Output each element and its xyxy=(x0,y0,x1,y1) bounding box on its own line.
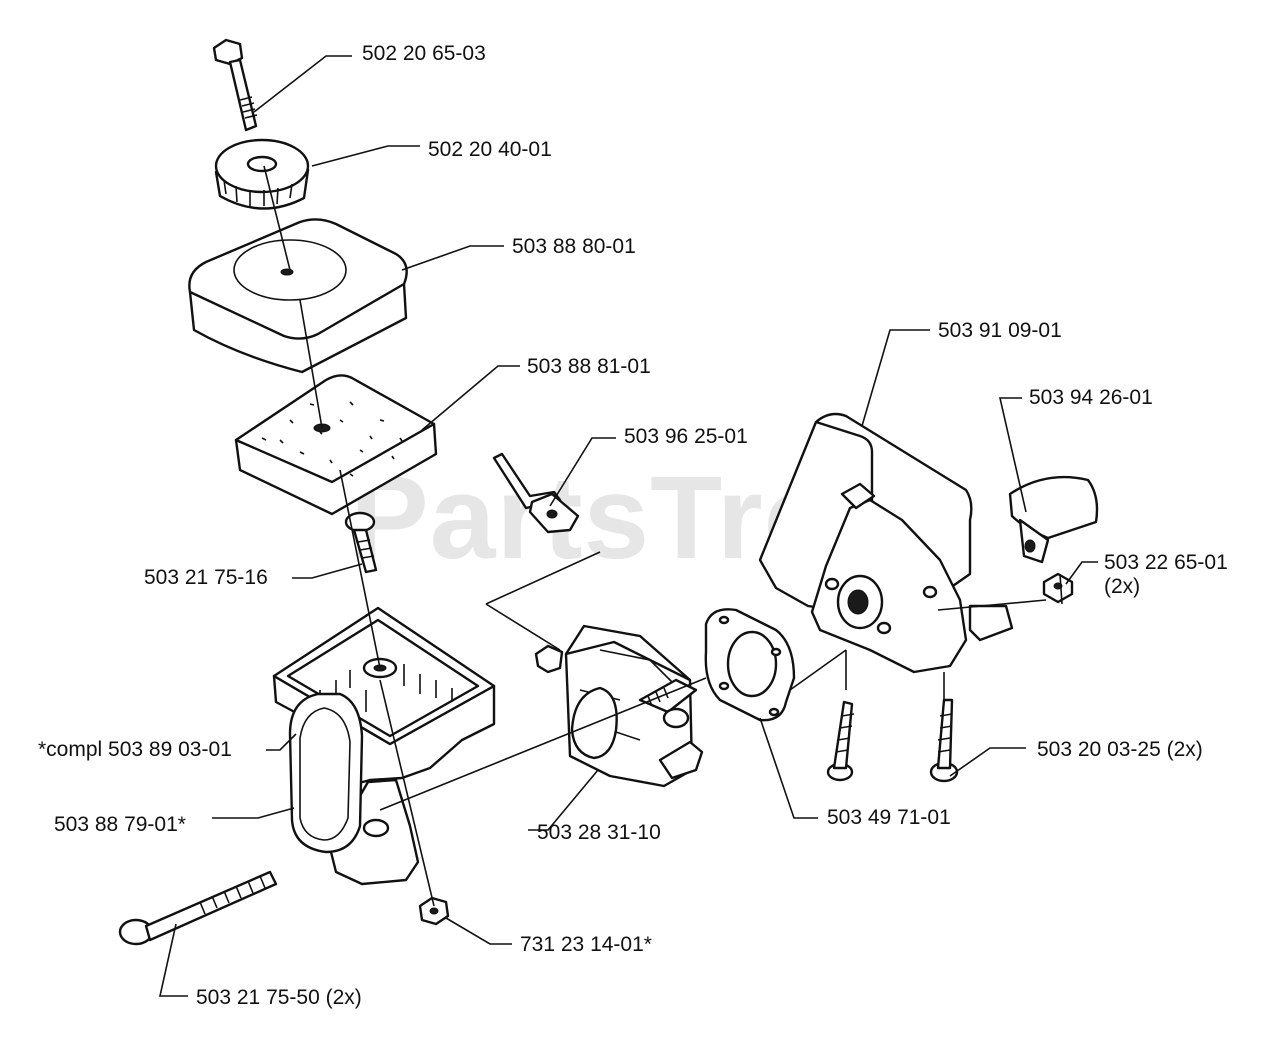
assembly-axis-lines xyxy=(263,165,1063,907)
part-cap-503-88-79-01[interactable] xyxy=(288,692,364,854)
label-503-21-75-16[interactable]: 503 21 75-16 xyxy=(144,566,268,589)
part-clamp-503-94-26-01[interactable] xyxy=(1008,475,1099,564)
part-filter-503-88-81-01[interactable] xyxy=(234,374,438,516)
label-503-28-31-10[interactable]: 503 28 31-10 xyxy=(537,821,661,844)
part-nut-503-22-65-01[interactable] xyxy=(1042,572,1074,604)
label-503-22-65-01[interactable]: 503 22 65-01 (2x) xyxy=(1104,551,1228,598)
label-503-94-26-01[interactable]: 503 94 26-01 xyxy=(1029,386,1153,409)
part-bolt-503-21-75-50[interactable] xyxy=(118,870,278,946)
label-503-21-75-50[interactable]: 503 21 75-50 (2x) xyxy=(196,986,362,1009)
label-503-96-25-01[interactable]: 503 96 25-01 xyxy=(624,425,748,448)
part-lever-503-96-25-01[interactable] xyxy=(492,452,580,534)
label-503-88-80-01[interactable]: 503 88 80-01 xyxy=(512,235,636,258)
part-bolt-502-20-65-03[interactable] xyxy=(212,38,258,132)
leader-lines xyxy=(159,55,1098,997)
part-cover-503-88-80-01[interactable] xyxy=(188,218,408,374)
part-shroud-503-91-09-01[interactable] xyxy=(758,412,1014,674)
label-503-91-09-01[interactable]: 503 91 09-01 xyxy=(938,319,1062,342)
label-731-23-14-01[interactable]: 731 23 14-01* xyxy=(520,933,652,956)
label-503-20-03-25[interactable]: 503 20 03-25 (2x) xyxy=(1037,738,1203,761)
label-502-20-65-03[interactable]: 502 20 65-03 xyxy=(362,42,486,65)
label-502-20-40-01[interactable]: 502 20 40-01 xyxy=(428,138,552,161)
part-screw-503-20-03-25-b[interactable] xyxy=(929,698,959,783)
label-503-88-79-01[interactable]: 503 88 79-01* xyxy=(54,813,186,836)
label-503-88-81-01[interactable]: 503 88 81-01 xyxy=(527,355,651,378)
part-carburetor-503-28-31-10[interactable] xyxy=(534,624,704,788)
part-nut-731-23-14-01[interactable] xyxy=(418,896,450,926)
label-compl-503-89-03-01[interactable]: *compl 503 89 03-01 xyxy=(38,738,232,761)
label-503-49-71-01[interactable]: 503 49 71-01 xyxy=(827,806,951,829)
part-screw-503-20-03-25-a[interactable] xyxy=(826,700,855,782)
part-knob-502-20-40-01[interactable] xyxy=(214,138,310,210)
part-screw-503-21-75-16[interactable] xyxy=(344,511,378,574)
part-gasket-503-49-71-01[interactable] xyxy=(704,608,796,722)
